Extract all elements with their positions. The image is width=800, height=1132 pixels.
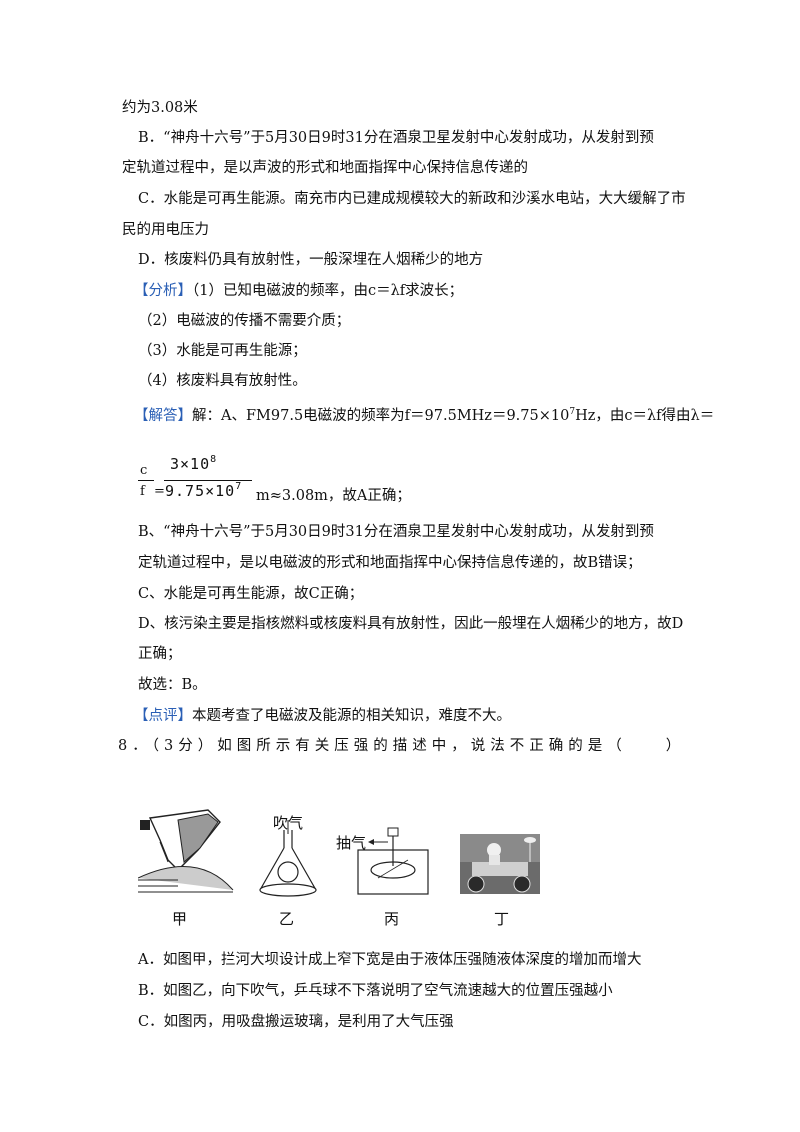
answer-text-b: Hz，由c＝λf得由λ＝	[575, 407, 715, 424]
answer-text-a: 解：A、FM97.5电磁波的频率为f＝97.5MHz＝9.75×10	[192, 407, 570, 424]
comment-tag: 【点评】	[134, 708, 192, 724]
formula-eq: =	[154, 484, 165, 499]
fraction-bar	[164, 480, 252, 481]
blow-label: 吹气	[273, 814, 304, 832]
option-b-text: B．如图乙，向下吹气，乒乓球不下落说明了空气流速越大的位置压强越小	[138, 983, 613, 999]
funnel-figure	[259, 820, 317, 897]
formula-f: f	[140, 484, 145, 499]
text-line: C、水能是可再生能源，故C正确；	[138, 586, 364, 602]
figure-label-jia: 甲	[172, 910, 188, 928]
option-b-text: B．“神舟十六号”于5月30日9时31分在酒泉卫星发射中心发射成功，从发射到预	[138, 130, 654, 146]
formula-result: m≈3.08m，故A正确；	[256, 488, 411, 504]
wavelength-formula: c f = 3×108 9.75×107 m≈3.08m，故A正确；	[138, 454, 438, 515]
text-line: D、核污染主要是指核燃料或核废料具有放射性，因此一般埋在人烟稀少的地方，故D	[138, 616, 684, 632]
answer-line: 【解答】解：A、FM97.5电磁波的频率为f＝97.5MHz＝9.75×107H…	[134, 402, 714, 426]
text-line: 民的用电压力	[122, 222, 209, 238]
text-line: 正确；	[138, 646, 182, 662]
figure-label-ding: 丁	[494, 910, 510, 928]
text-line: B、“神舟十六号”于5月30日9时31分在酒泉卫星发射中心发射成功，从发射到预	[138, 524, 654, 540]
comment-line: 【点评】本题考查了电磁波及能源的相关知识，难度不大。	[134, 706, 511, 726]
text-line: 约为3.08米	[122, 100, 198, 116]
option-a-text: A．如图甲，拦河大坝设计成上窄下宽是由于液体压强随液体深度的增加而增大	[138, 952, 642, 968]
text-line: （3）水能是可再生能源；	[138, 343, 307, 359]
answer-tag: 【解答】	[134, 407, 192, 424]
analysis-text: （1）已知电磁波的频率，由c＝λf求波长；	[192, 283, 464, 299]
dam-figure	[137, 809, 234, 893]
text-line: 故选：B。	[138, 677, 207, 693]
figure-label-yi: 乙	[279, 910, 295, 928]
text-line: 定轨道过程中，是以声波的形式和地面指挥中心保持信息传递的	[122, 160, 528, 176]
option-c-text: C．如图丙，用吸盘搬运玻璃，是利用了大气压强	[138, 1014, 454, 1030]
text-line: （2）电磁波的传播不需要介质；	[138, 313, 351, 329]
analysis-line: 【分析】（1）已知电磁波的频率，由c＝λf求波长；	[134, 281, 463, 301]
answer-exponent: 7	[569, 407, 576, 417]
question-8: 8．（3分）如图所示有关压强的描述中，说法不正确的是（ ）	[118, 738, 686, 754]
rover-photo	[460, 834, 540, 894]
formula-denominator: 9.75×107	[165, 481, 243, 500]
figures-illustration	[137, 809, 540, 897]
text-line: 定轨道过程中，是以电磁波的形式和地面指挥中心保持信息传递的，故B错误；	[138, 555, 642, 571]
option-c-text: C．水能是可再生能源。南充市内已建成规模较大的新政和沙溪水电站，大大缓解了市	[138, 191, 686, 207]
figures-row: 甲 乙 丙 丁 吹气 抽气	[137, 800, 658, 940]
fraction-bar	[138, 480, 154, 481]
suction-figure	[357, 827, 429, 895]
comment-text: 本题考查了电磁波及能源的相关知识，难度不大。	[192, 708, 511, 724]
option-d-text: D．核废料仍具有放射性，一般深埋在人烟稀少的地方	[138, 252, 484, 268]
formula-numerator: 3×108	[170, 454, 218, 473]
pump-label: 抽气	[336, 834, 367, 852]
analysis-tag: 【分析】	[134, 283, 192, 299]
text-line: （4）核废料具有放射性。	[138, 373, 307, 389]
figure-label-bing: 丙	[384, 910, 400, 928]
formula-c: c	[140, 463, 148, 478]
